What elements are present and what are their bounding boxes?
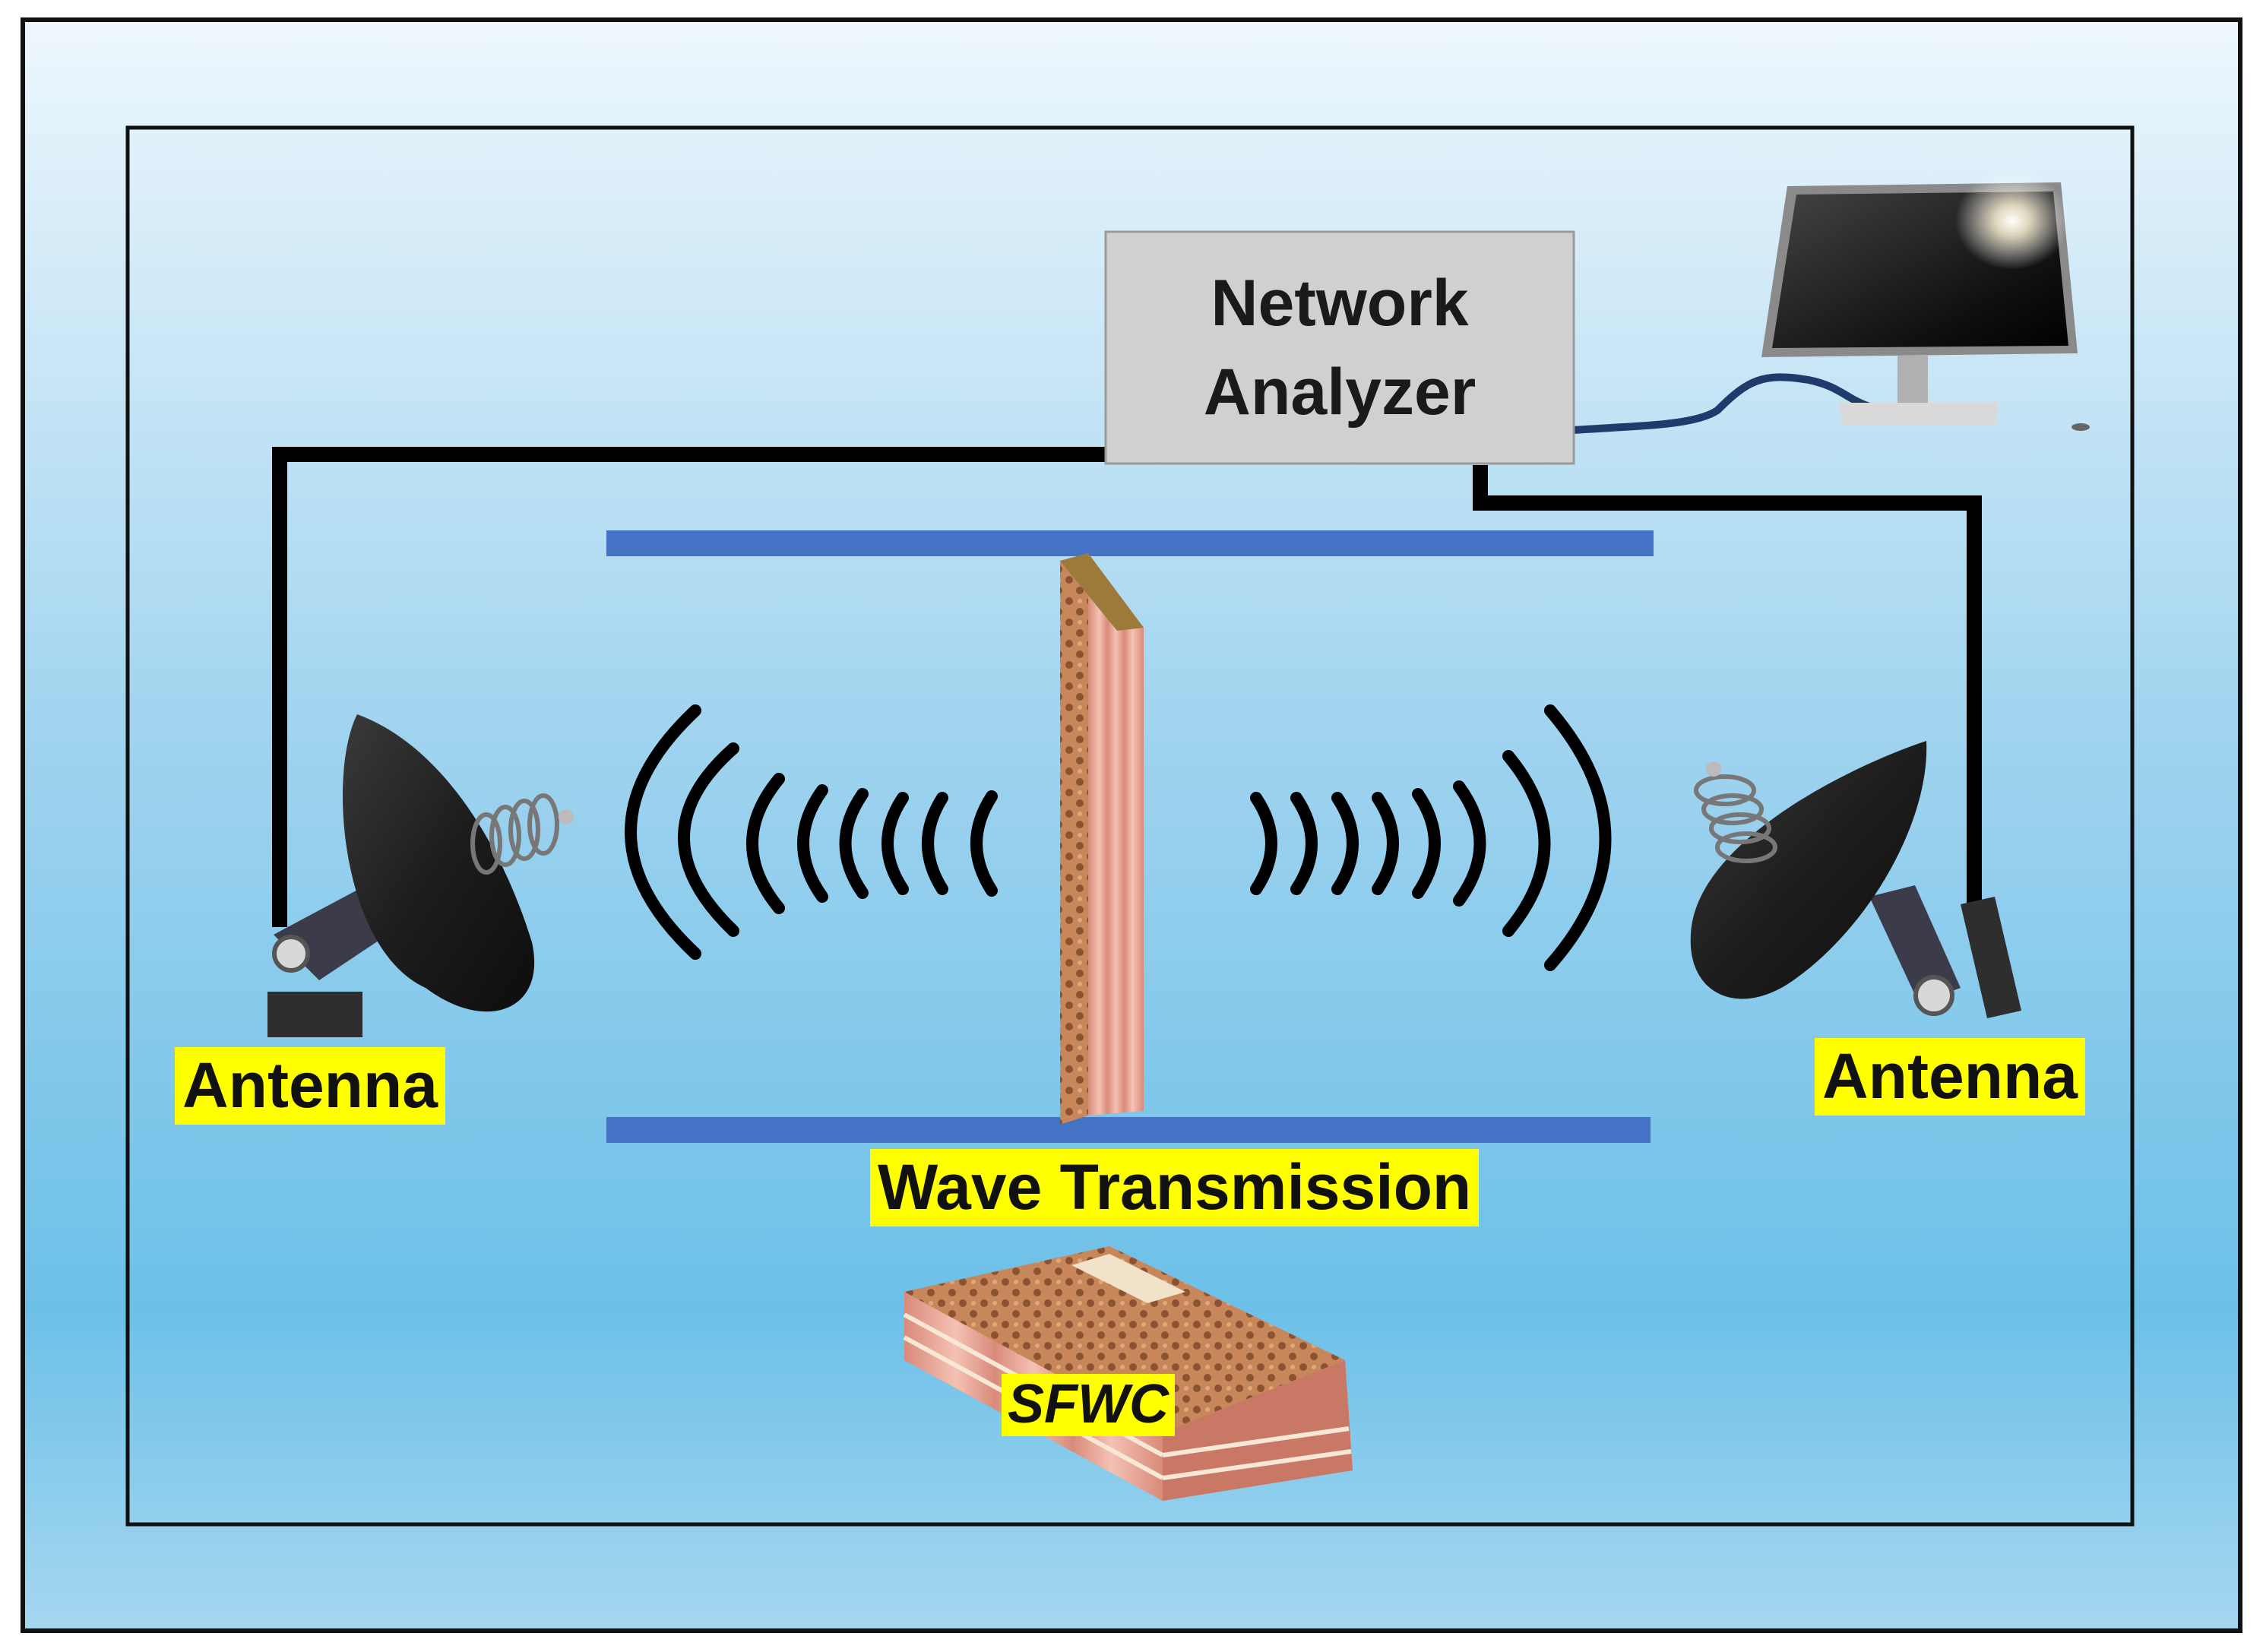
composite-sample-upright — [1060, 553, 1144, 1125]
monitor-icon — [1761, 171, 2090, 431]
sfwc-label: SFWC — [1002, 1374, 1175, 1436]
left-cable — [272, 447, 1109, 927]
network-analyzer-line1: Network — [1211, 267, 1469, 340]
network-analyzer-line2: Analyzer — [1203, 355, 1476, 429]
right-antenna-label: Antenna — [1815, 1038, 2085, 1116]
right-cable — [1473, 465, 1982, 919]
left-dish-antenna-icon — [267, 714, 574, 1037]
wave-transmission-label: Wave Transmission — [870, 1149, 1480, 1226]
inner-frame — [125, 125, 2135, 1527]
network-analyzer-box — [1104, 230, 1575, 465]
right-signal-waves — [1250, 704, 1612, 971]
right-dish-antenna-icon — [1690, 741, 2021, 1018]
network-analyzer-label: Network Analyzer — [1106, 232, 1574, 464]
bottom-guide-plate — [606, 1117, 1651, 1143]
left-antenna-label: Antenna — [175, 1047, 445, 1125]
monitor-cable — [1572, 373, 1871, 434]
left-signal-waves — [625, 704, 998, 960]
top-guide-plate — [606, 530, 1654, 556]
